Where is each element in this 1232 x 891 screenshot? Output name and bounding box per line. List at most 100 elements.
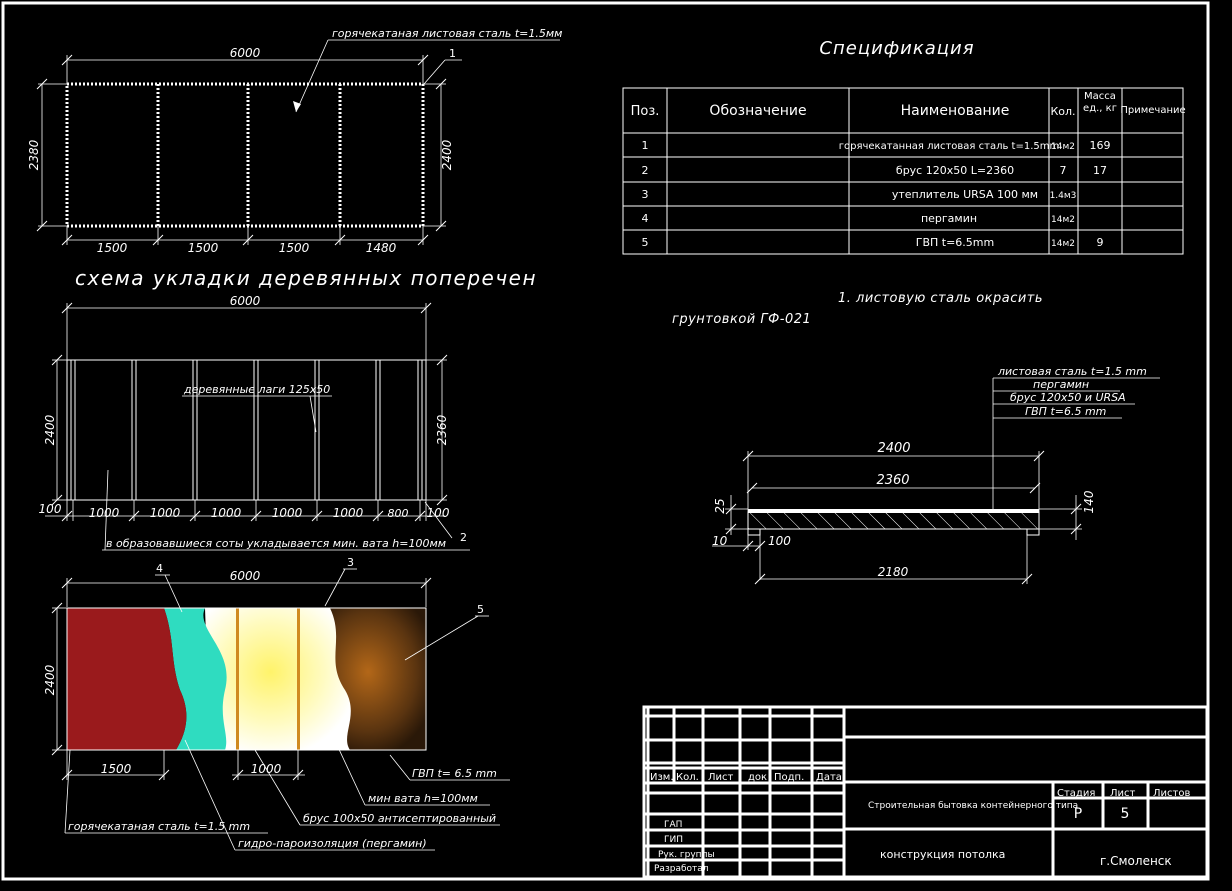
spec-head-pos: Поз. [631,104,660,119]
scheme2-overall-dim: 6000 [230,294,261,308]
scheme1-overall-dim: 6000 [230,46,261,60]
scheme2-dim-2: 1000 [150,506,181,520]
scheme2-right-edge: 100 [427,506,450,520]
vapor-layer [164,608,227,750]
note-gvp: ГВП t= 6.5 mm [412,767,497,780]
spec-cell: 17 [1093,164,1107,177]
scheme2-lags [70,360,423,500]
scheme3-dim-a: 1500 [101,762,132,776]
note-steel: горячекатаная сталь t=1.5 mm [68,820,250,833]
spec-head-designation: Обозначение [709,103,806,119]
spec-cell: 4 [642,212,649,225]
tb-role-gip: ГИП [664,835,683,845]
spec-title: Спецификация [819,38,974,59]
scheme-3-layers: 6000 2400 4 3 5 1500 [43,556,510,851]
spec-cell: 2 [642,164,649,177]
tb-role-gap: ГАП [664,820,682,830]
scheme2-callout: 2 [460,531,467,544]
spec-row-3: 3 утеплитель URSA 100 мм 1.4м3 [642,188,1077,201]
spec-cell: утеплитель URSA 100 мм [892,188,1038,201]
scheme1-height-left: 2380 [27,139,41,170]
scheme2-dim-4: 1000 [272,506,303,520]
spec-row-1: 1 горячекатанная листовая сталь t=1.5mm … [642,139,1111,152]
spec-cell: 14м2 [1051,239,1075,249]
scheme3-height: 2400 [43,664,57,695]
spec-head-mass: Масса ед., кг [1083,91,1117,114]
scheme1-dim-2: 1500 [188,241,219,255]
tb-head-kol: Кол. [676,772,699,783]
tb-sheet: 5 [1121,806,1130,822]
tb-head-list: Лист [708,772,734,783]
scheme2-dim-3: 1000 [211,506,242,520]
beam-2 [297,608,300,750]
section-dim-100: 100 [768,534,791,548]
scheme3-callout-3: 3 [347,556,354,569]
section-dim-2360: 2360 [876,473,909,488]
note-vapor: гидро-пароизоляция (пергамин) [238,837,427,850]
note-beam: брус 100х50 антисептированный [303,812,496,825]
spec-row-5: 5 ГВП t=6.5mm 14м2 9 [642,236,1104,249]
section-layer-1: листовая сталь t=1.5 mm [997,365,1147,378]
scheme2-wool-note: в образовавшиеся соты укладывается мин. … [106,537,446,550]
section-layer-2: пергамин [1033,378,1089,391]
scheme2-dim-6: 800 [388,507,409,520]
tb-role-dev: Разработал [654,864,709,874]
tb-head-sign: Подп. [774,772,804,783]
section-dim-2180: 2180 [878,565,909,579]
tb-project: Строительная бытовка контейнерного типа [868,801,1078,811]
spec-cell: брус 120х50 L=2360 [896,164,1014,177]
scheme1-steel-note: горячекатаная листовая сталь t=1.5мм [332,27,562,40]
tb-city: г.Смоленск [1100,854,1172,868]
section-dim-25: 25 [713,498,727,513]
title-block: Изм. Кол. Лист док Подп. Дата ГАП ГИП Ру… [642,705,1209,879]
spec-cell: горячекатанная листовая сталь t=1.5mm [839,141,1059,152]
spec-cell: пергамин [921,212,977,225]
tb-head-date: Дата [816,772,842,783]
steel-layer [67,608,187,750]
section-layer-3: брус 120х50 и URSA [1010,391,1126,404]
beam-1 [236,608,239,750]
tb-drawing: конструкция потолка [880,848,1005,861]
tb-head-doc: док [748,772,767,783]
note-line-1: 1. листовую сталь окрасить [838,291,1043,306]
scheme3-overall-dim: 6000 [230,569,261,583]
scheme2-height-right: 2360 [435,414,449,445]
tb-stage: Р [1074,806,1082,822]
section-dim-2400: 2400 [877,441,910,456]
scheme1-height-right: 2400 [440,139,454,170]
specification-table: Спецификация Поз. Обозначение Наименован… [622,38,1186,255]
spec-cell: 3 [642,188,649,201]
scheme2-outline [66,359,427,501]
spec-cell: 1 [642,139,649,152]
spec-cell: 169 [1090,139,1111,152]
ceiling-section: листовая сталь t=1.5 mm пергамин брус 12… [712,365,1160,585]
tb-stage-head: Стадия [1057,788,1095,799]
scheme1-dim-3: 1500 [279,241,310,255]
scheme2-lags-note: деревянные лаги 125х50 [183,383,330,396]
spec-head-name: Наименование [901,103,1010,119]
spec-cell: 14м2 [1051,215,1075,225]
section-dim-10: 10 [712,534,728,548]
tb-sheet-head: Лист [1110,788,1136,799]
spec-head-note: Примечание [1120,105,1185,116]
spec-cell: 9 [1097,236,1104,249]
tb-role-head: Рук. группы [658,850,715,860]
spec-row-4: 4 пергамин 14м2 [642,212,1075,225]
sheet-frame [1,1,1210,881]
wool-layer [205,608,351,750]
tb-sheets-head: Листов [1153,788,1190,799]
spec-head-qty: Кол. [1050,105,1075,118]
scheme1-callout: 1 [449,47,456,60]
scheme2-height-left: 2400 [43,414,57,445]
spec-row-2: 2 брус 120х50 L=2360 7 17 [642,164,1108,177]
scheme3-callout-5: 5 [477,603,484,616]
spec-cell: 7 [1060,164,1067,177]
spec-cell: 14м2 [1051,142,1075,152]
scheme-2-lags-layout: схема укладки деревянных поперечен 6000 … [39,266,536,551]
note-line-2: грунтовкой ГФ-021 [672,312,811,327]
scheme1-dim-1: 1500 [97,241,128,255]
scheme2-dim-1: 1000 [89,506,120,520]
spec-cell: 5 [642,236,649,249]
spec-cell: 1.4м3 [1050,191,1077,201]
